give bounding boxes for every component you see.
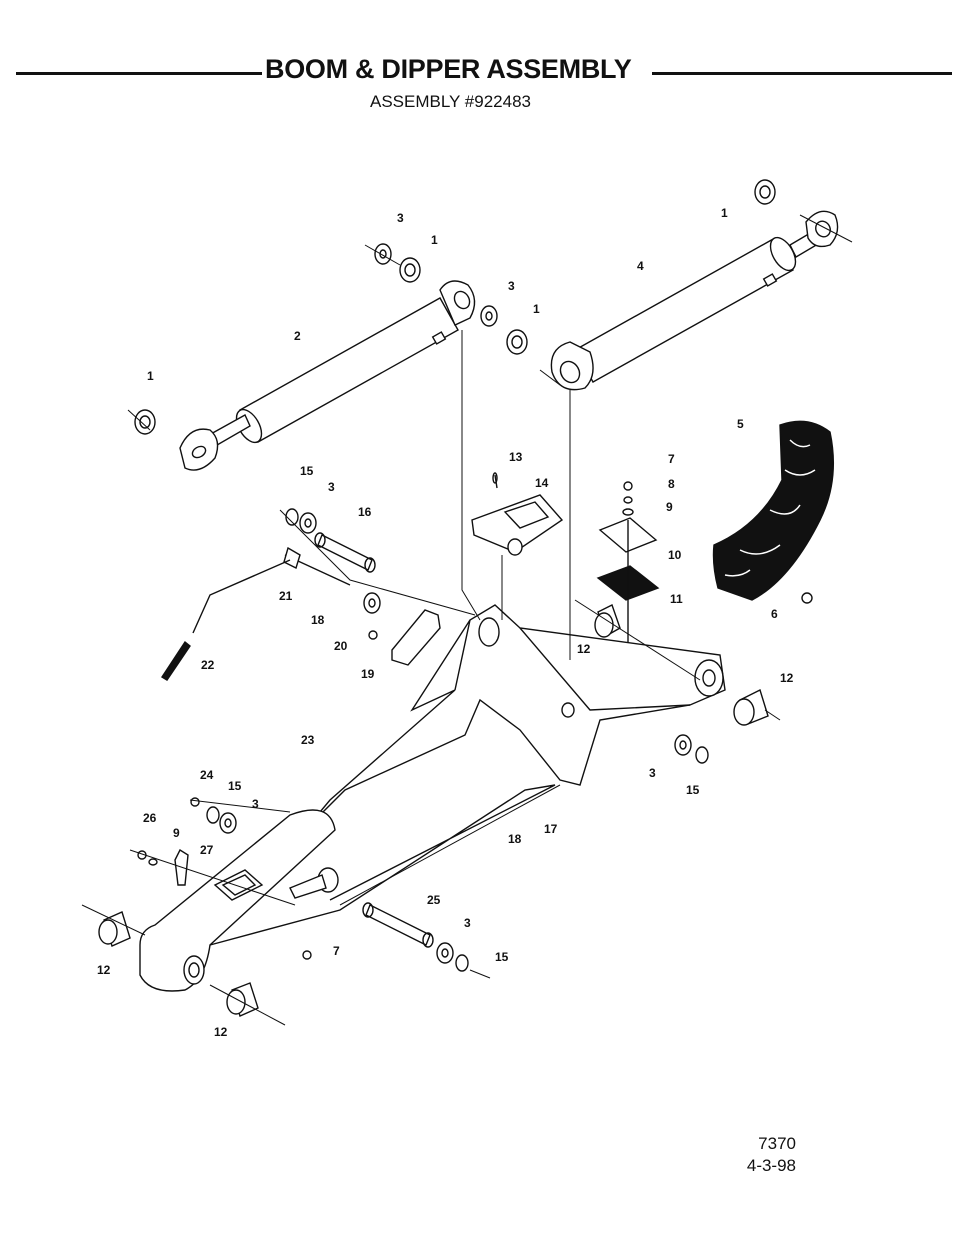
callout-4: 4 — [637, 259, 644, 273]
boom-hose-guard — [712, 420, 834, 601]
callout-6: 6 — [771, 607, 778, 621]
callout-3: 3 — [508, 279, 515, 293]
page-title: BOOM & DIPPER ASSEMBLY — [265, 54, 632, 84]
callout-1: 1 — [721, 206, 728, 220]
callout-12: 12 — [97, 963, 111, 977]
callout-1: 1 — [533, 302, 540, 316]
callout-26: 26 — [143, 811, 157, 825]
callout-25: 25 — [427, 893, 441, 907]
callout-9: 9 — [173, 826, 180, 840]
callout-3: 3 — [328, 480, 335, 494]
callout-12: 12 — [577, 642, 591, 656]
callout-9: 9 — [666, 500, 673, 514]
drawing-footer: 7370 4-3-98 — [747, 1133, 796, 1177]
callout-1: 1 — [431, 233, 438, 247]
callout-3: 3 — [252, 797, 259, 811]
callout-12: 12 — [780, 671, 794, 685]
callout-17: 17 — [544, 822, 558, 836]
callout-1: 1 — [147, 369, 154, 383]
callout-13: 13 — [509, 450, 523, 464]
callout-12: 12 — [214, 1025, 228, 1039]
hose-clamp-part — [801, 592, 813, 604]
leader-lines — [81, 214, 853, 1026]
callout-19: 19 — [361, 667, 375, 681]
callout-20: 20 — [334, 639, 348, 653]
callout-24: 24 — [200, 768, 214, 782]
bushing-parts — [134, 179, 776, 435]
callout-15: 15 — [228, 779, 242, 793]
callout-21: 21 — [279, 589, 293, 603]
drawing-date: 4-3-98 — [746, 1156, 796, 1175]
hydraulic-cylinder-right — [550, 210, 839, 391]
callout-11: 11 — [670, 592, 683, 606]
latch-bracket-parts — [471, 472, 564, 556]
dipper-arm — [139, 784, 556, 992]
callout-15: 15 — [495, 950, 509, 964]
pin-parts — [314, 532, 434, 948]
callout-8: 8 — [668, 477, 675, 491]
callout-7: 7 — [333, 944, 340, 958]
bracket-mount-parts — [368, 609, 441, 666]
callout-22: 22 — [201, 658, 215, 672]
lever-rod-parts — [161, 546, 351, 681]
callout-2: 2 — [294, 329, 301, 343]
callout-18: 18 — [311, 613, 325, 627]
assembly-number: ASSEMBLY #922483 — [370, 92, 531, 111]
callout-labels: 1 1 1 1 2 3 3 3 3 3 3 4 5 6 7 7 8 9 9 10… — [97, 206, 794, 1039]
title-rule-right — [652, 72, 952, 75]
title-rule-left — [16, 72, 262, 75]
callout-15: 15 — [686, 783, 700, 797]
callout-16: 16 — [358, 505, 372, 519]
callout-5: 5 — [737, 417, 744, 431]
callout-10: 10 — [668, 548, 682, 562]
callout-15: 15 — [300, 464, 314, 478]
snap-ring-parts — [206, 508, 709, 972]
callout-27: 27 — [200, 843, 214, 857]
title-row: BOOM & DIPPER ASSEMBLY — [0, 54, 954, 94]
small-hardware-parts — [137, 702, 575, 960]
callout-3: 3 — [649, 766, 656, 780]
drawing-number: 7370 — [758, 1134, 796, 1153]
callout-18: 18 — [508, 832, 522, 846]
callout-7: 7 — [668, 452, 675, 466]
hydraulic-cylinder-left — [179, 280, 476, 471]
callout-3: 3 — [464, 916, 471, 930]
washer-parts — [219, 243, 692, 964]
callout-23: 23 — [301, 733, 315, 747]
callout-14: 14 — [535, 476, 549, 490]
callout-3: 3 — [397, 211, 404, 225]
